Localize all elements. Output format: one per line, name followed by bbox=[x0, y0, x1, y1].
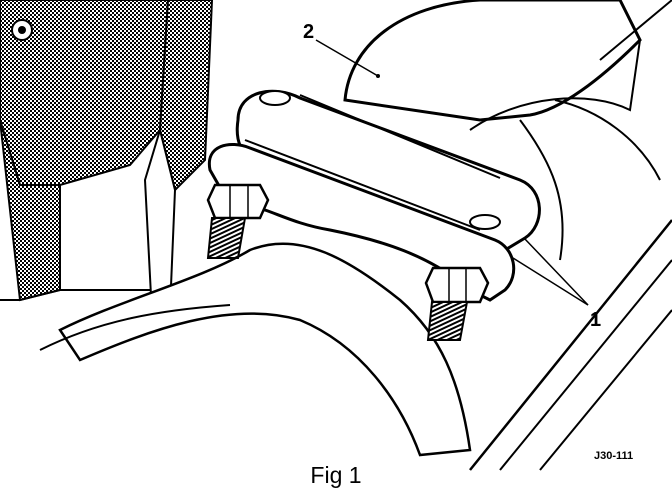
frame-rail bbox=[469, 0, 672, 471]
right-stud-nut bbox=[424, 266, 490, 341]
callout-label-2: 2 bbox=[303, 21, 314, 43]
callout-leaders bbox=[315, 39, 589, 306]
manifold-outlet bbox=[39, 242, 472, 457]
clamp-flange bbox=[235, 89, 541, 254]
figure-caption: Fig 1 bbox=[310, 462, 362, 488]
body-panel bbox=[0, 0, 214, 317]
figure-code: J30-111 bbox=[594, 450, 633, 462]
callout-label-1: 1 bbox=[590, 309, 601, 331]
left-stud-nut bbox=[206, 183, 270, 259]
exhaust-pipe bbox=[343, 0, 661, 261]
